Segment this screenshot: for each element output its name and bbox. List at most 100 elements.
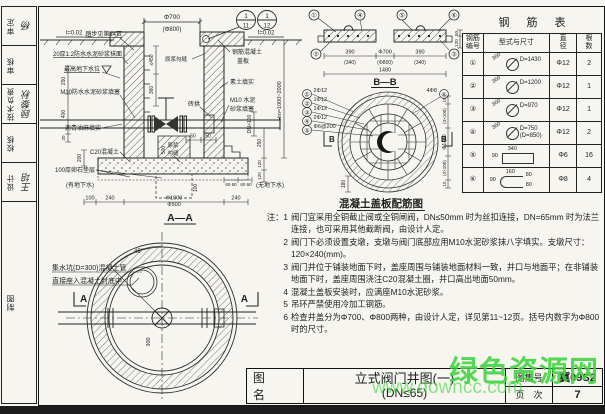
dim-250: 250 — [61, 77, 67, 86]
well-plan-view-drawing: 45° 300 集水坑(D=300)混凝土管 直接座入混凝土封底中 A A — [52, 228, 272, 404]
dim-500: 500 — [161, 146, 167, 155]
sidebar-cell-shenhe: 审核 — [2, 46, 36, 85]
hook-end-dim-b: 80 — [525, 182, 532, 189]
plan-rebar-3: 1Φ12 — [314, 106, 328, 112]
callout-5: ⑤ — [399, 13, 405, 20]
rebar-dots — [327, 34, 442, 38]
note-text: 阀门宜采用全铜截止阀或全铜闸阀，DN≤50mm 时为丝扣连接，DN=65mm 时… — [291, 212, 600, 235]
signature-text: 王培 — [21, 172, 33, 192]
dimension-texts: 250 400 20 200 ≤450 360 50 50 DN+100 250… — [61, 54, 283, 208]
label-with-groundwater: (有地下水) — [66, 181, 94, 189]
section-a-a-drawing: I=0.02 I=0.02 Φ700 (Φ800) 1 11 1 12 — [40, 6, 302, 234]
dim-bottom-240a: 240 — [105, 196, 114, 202]
atlas-number-value: 冀09S2 — [559, 372, 596, 385]
b-marker-left: B — [329, 135, 335, 144]
label-soil-fill: 素土填实 — [230, 78, 254, 86]
hook-left-dim: 90 — [489, 177, 496, 184]
angle-45: 45° — [134, 249, 144, 255]
bar-number: ⑥ — [462, 167, 484, 194]
dim-bb-800: (Φ800) — [377, 60, 393, 66]
note-text: 阀门井位于铺装地面下时，盖座周围与铺装地面材料一致，井口与地面平；在非铺装地面下… — [291, 261, 598, 285]
bar-number: ④ — [462, 121, 484, 146]
label-brick-arch: 砖拱 — [188, 100, 200, 108]
bar-diameter: Φ12 — [549, 75, 578, 100]
slope-label-right: I=0.02 — [258, 31, 276, 37]
lap-length: 360 — [490, 52, 502, 63]
drawing-name-line1: 立式阀门井图(一) — [354, 370, 455, 386]
page-row: 页 次 7 — [506, 386, 602, 403]
label-rc-cover-2: 盖板 — [237, 57, 249, 65]
sidebar-label-text: 校核 — [6, 134, 15, 152]
dim-15a: 15 — [442, 97, 447, 103]
lap-length: 360 — [490, 98, 502, 109]
drawing-name: 立式阀门井图(一) (DN≤65) — [304, 369, 506, 403]
bar-count: 1 — [576, 98, 602, 123]
bar-dimension: D=1200 — [519, 80, 541, 87]
bar-dimension: D=970 — [519, 103, 538, 110]
bar-diameter: Φ12 — [549, 121, 578, 146]
sump-label-line2: 直接座入混凝土封底中 — [52, 276, 122, 285]
dim-300: 300 — [146, 337, 152, 346]
plan-rebar-5: Φ6@200 — [314, 124, 336, 130]
dim-340b: (340) — [414, 60, 426, 66]
sidebar-label: 制图 — [2, 202, 19, 403]
section-labels-left: 踏步见第14页 20厚1:2防水水泥砂浆抹面 最高地下水位 M10防水水泥砂浆填… — [53, 30, 122, 189]
signature — [19, 202, 36, 403]
label-no-groundwater: (无地下水) — [256, 181, 284, 189]
access-hole-crescent — [382, 132, 401, 152]
atlas-number-label: 图集号 — [506, 369, 553, 386]
note-text: 吊环严禁使用冷加工钢筋。 — [291, 299, 391, 310]
callout-leaders — [318, 18, 450, 51]
label-grout-bottom-2: 勾缝 — [167, 149, 179, 157]
section-labels-right: 钢筋混凝土 盖板 原浆勾缝 素土填实 砖拱 M10 水泥 砂浆填塞 原浆 勾缝 … — [165, 48, 284, 189]
dim-bottom-phi1000: Φ1000 — [166, 196, 183, 202]
note-text: 混凝土盖板安装时，应满座M10水泥砂浆。 — [291, 286, 449, 297]
bar-number: ② — [462, 75, 484, 100]
plan-b-markers: B B — [324, 132, 452, 146]
sidebar-label: 技术负责 — [2, 85, 19, 123]
dim-360: 360 — [149, 86, 155, 95]
circular-bar-icon — [505, 58, 519, 72]
sidebar-cell-shending: 审定 杨 — [2, 7, 36, 46]
drawing-name-line2: (DN≤65) — [381, 385, 428, 400]
note-number: 4 — [283, 286, 288, 297]
signature — [19, 124, 36, 162]
bar-dimension: D=750 (D=850) — [519, 126, 542, 139]
dim-390a: 390 — [345, 50, 354, 56]
rebar-table-title: 钢 筋 表 — [498, 17, 573, 29]
sidebar-cell-zhitu: 制图 — [2, 202, 36, 403]
dim-50a: 50 — [190, 134, 196, 140]
cover-plan-title: 混凝土盖板配筋图 — [306, 196, 456, 211]
rebar-table-header: 钢筋 编号 型式与尺寸 直 径 根 数 — [462, 32, 602, 54]
col-shape-size: 型式与尺寸 — [482, 32, 551, 54]
dim-bb-700: Φ700 — [378, 50, 392, 56]
dim-bb-50: 50 — [454, 31, 459, 37]
dimension-lines — [65, 40, 287, 205]
dim-60-60-a: 60 60 — [225, 182, 237, 187]
dim-15b: 15 — [442, 181, 447, 187]
note-number: 3 — [283, 261, 288, 272]
dim-hm: Hm=1000~2000 — [277, 81, 283, 120]
label-m10-mortar-2: 砂浆填塞 — [230, 105, 254, 113]
sidebar-label: 审核 — [2, 46, 19, 84]
plan-callout-leaders — [312, 94, 440, 136]
drawing-name-label: 图 名 — [247, 369, 304, 403]
label-m10-waterproof: M10防水水泥砂浆填塞 — [60, 88, 120, 96]
label-steps: 踏步见第14页 — [85, 30, 122, 38]
bar-shape: 360 D=970 — [482, 98, 551, 123]
dim-1480: 1480 — [379, 68, 391, 74]
a-marker-right: A — [241, 294, 248, 305]
signature: 杨 — [19, 7, 36, 45]
dim-phi800: (Φ800) — [163, 27, 182, 33]
label-asphalt-oakum: 沥青油麻填实 — [65, 124, 101, 132]
